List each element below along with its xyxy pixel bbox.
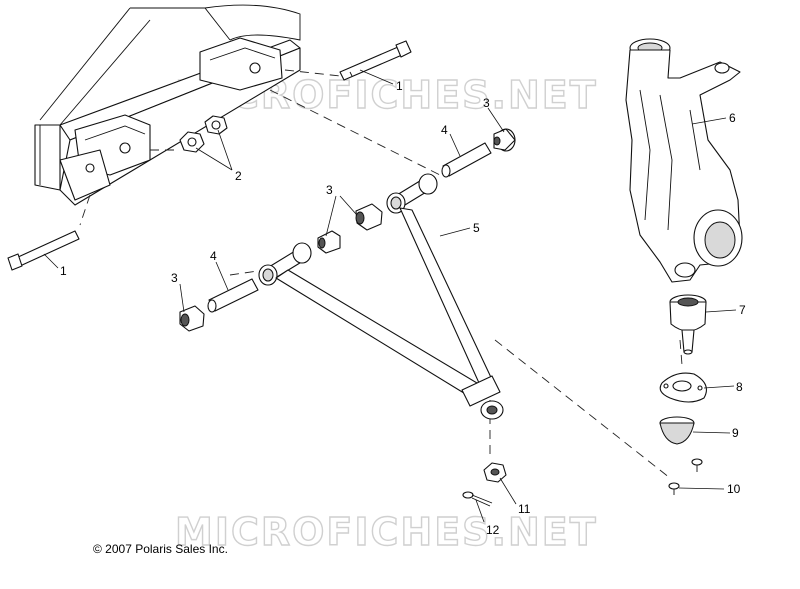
- frame-section: [34, 4, 301, 206]
- frame-bolt-top: [339, 40, 412, 81]
- callout-frame-bolt-bottom: 1: [60, 264, 67, 278]
- callout-screw: 10: [727, 482, 741, 496]
- callout-spindle: 6: [729, 111, 736, 125]
- callout-plate: 8: [736, 380, 743, 394]
- boot: [659, 416, 695, 445]
- callout-boot: 9: [732, 426, 739, 440]
- retaining-plate: [659, 372, 707, 403]
- copyright-text: © 2007 Polaris Sales Inc.: [93, 542, 228, 556]
- frame-bolt-bottom: [7, 230, 80, 271]
- callout-nuts: 2: [235, 169, 242, 183]
- sleeve-lower: [207, 278, 259, 313]
- ball-joint: [669, 294, 707, 355]
- watermark-bottom: MICROFICHES.NET: [175, 510, 598, 554]
- callout-sleeve-upper: 4: [441, 123, 448, 137]
- callouts: 1 1 2 3 4 3 3 4 5 6 7 8 9 10 11 12: [60, 79, 746, 537]
- bushing-left: [179, 305, 205, 332]
- callout-ball-joint: 7: [739, 303, 746, 317]
- a-arm: [258, 173, 504, 420]
- screws: [668, 458, 703, 495]
- sleeve-upper: [441, 142, 492, 178]
- callout-cotter-pin: 12: [486, 523, 500, 537]
- callout-bushing-left: 3: [171, 271, 178, 285]
- callout-frame-bolt-top: 1: [396, 79, 403, 93]
- bushing-middle: [317, 203, 383, 254]
- frame-nuts: [179, 115, 228, 153]
- callout-bushing-upper-right: 3: [483, 96, 490, 110]
- callout-castle-nut: 11: [518, 502, 531, 516]
- bushing-upper-right: [493, 128, 516, 152]
- spindle: [625, 38, 743, 283]
- cotter-pin: [462, 491, 493, 507]
- castle-nut: [483, 462, 507, 483]
- callout-sleeve-lower: 4: [210, 249, 217, 263]
- assembly-lines: [79, 69, 683, 479]
- callout-bushing-middle: 3: [326, 183, 333, 197]
- callout-a-arm: 5: [473, 221, 480, 235]
- leader-lines: [43, 69, 737, 523]
